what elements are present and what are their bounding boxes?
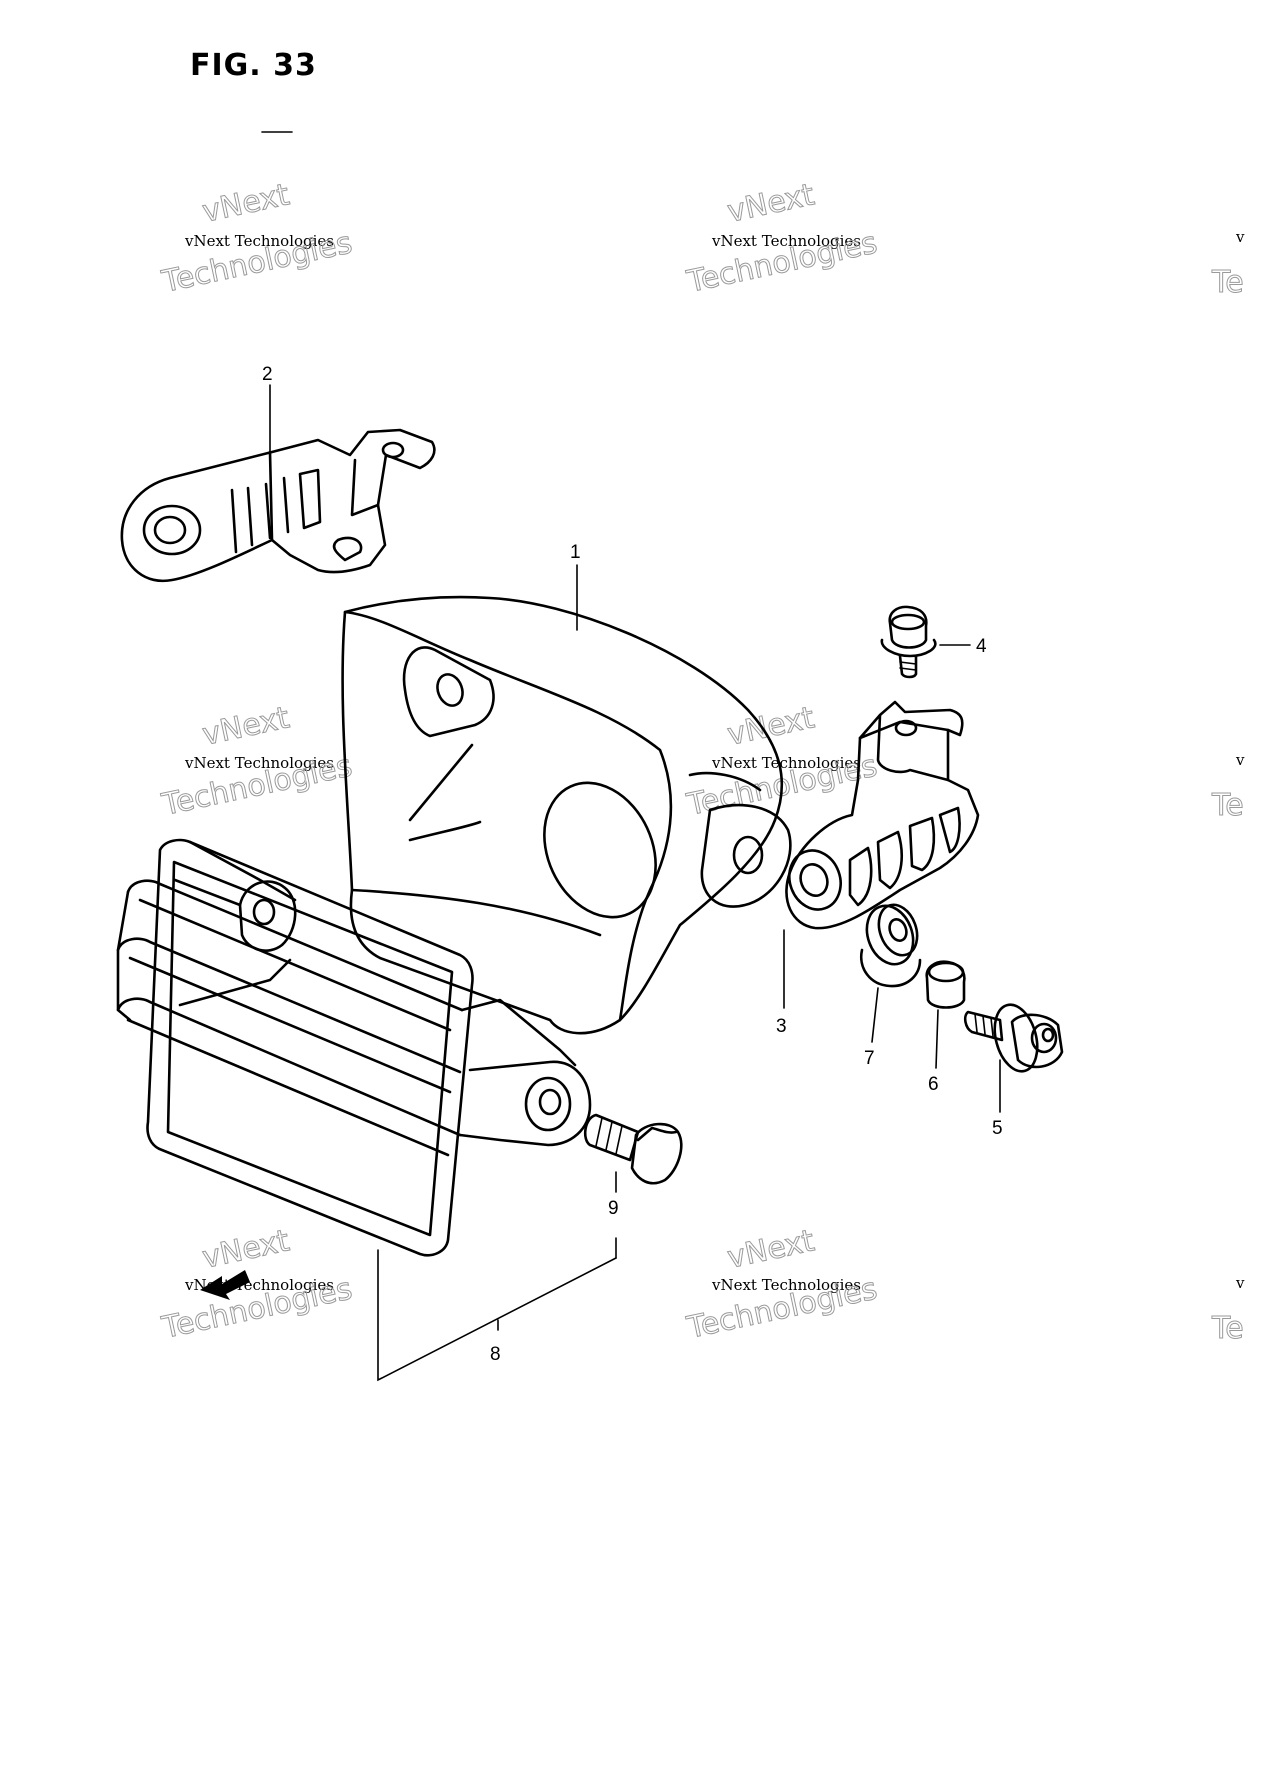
part-5-flange-bolt: [963, 1003, 1064, 1073]
watermark-text: vNext Technologies: [711, 1276, 861, 1294]
callout-9: 9: [608, 1198, 619, 1219]
watermark-edge: v: [1235, 1274, 1245, 1292]
watermark-edge: Te: [1211, 788, 1244, 823]
callout-8: 8: [490, 1344, 501, 1365]
part-8-headlight-guard: [116, 838, 592, 1257]
watermark: vNext vNext Technologies Technologies: [158, 177, 356, 301]
callout-1: 1: [570, 542, 581, 563]
watermark-edge: v: [1235, 751, 1245, 769]
watermark-text: vNext: [199, 700, 292, 753]
watermark-text: vNext: [199, 1223, 292, 1276]
watermark-edge: Te: [1211, 1311, 1244, 1346]
watermark-text: vNext Technologies: [184, 232, 334, 250]
part-7-grommet: [859, 903, 922, 988]
arrow-mark-icon: [200, 1270, 250, 1300]
watermark-edge: v: [1235, 228, 1245, 246]
part-3-right-bracket: [785, 700, 980, 930]
callout-3: 3: [776, 1016, 787, 1037]
watermark: vNext vNext Technologies Technologies: [683, 700, 881, 824]
part-9-bolt: [583, 1113, 683, 1185]
watermark-text: vNext: [724, 177, 817, 230]
watermark-text: vNext Technologies: [184, 754, 334, 772]
watermark: vNext vNext Technologies Technologies: [683, 1223, 881, 1347]
part-2-left-bracket: [120, 428, 436, 583]
callout-4: 4: [976, 636, 987, 657]
watermark-text: vNext Technologies: [711, 754, 861, 772]
watermark-text: vNext Technologies: [711, 232, 861, 250]
leader-lines: [269, 384, 1001, 1382]
callout-6: 6: [928, 1074, 939, 1095]
part-1-headlight-housing: [341, 595, 792, 1035]
watermark-edge: Te: [1211, 265, 1244, 300]
callout-labels: 1 2 3 4 5 6 7 8 9: [262, 364, 1003, 1365]
watermark: vNext vNext Technologies Technologies: [158, 1223, 356, 1347]
part-6-collar: [925, 960, 966, 1009]
callout-5: 5: [992, 1118, 1003, 1139]
watermark: vNext vNext Technologies Technologies: [683, 177, 881, 301]
figure-title: FIG. 33: [190, 48, 317, 83]
callout-2: 2: [262, 364, 273, 385]
watermark-text: vNext: [199, 177, 292, 230]
callout-7: 7: [864, 1048, 875, 1069]
watermark-text: vNext: [724, 1223, 817, 1276]
watermark: vNext vNext Technologies Technologies: [158, 700, 356, 824]
watermark-group: vNext vNext Technologies Technologies vN…: [158, 177, 1245, 1347]
part-4-bolt: [880, 605, 937, 679]
